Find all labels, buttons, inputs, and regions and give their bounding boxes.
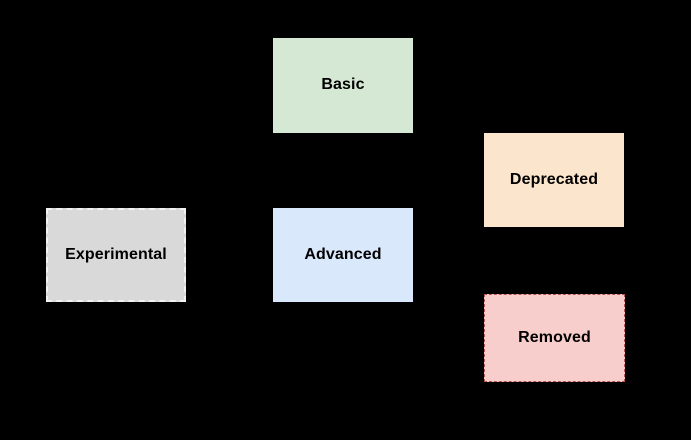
- diagram-node-experimental[interactable]: Experimental: [46, 208, 186, 302]
- diagram-node-deprecated[interactable]: Deprecated: [484, 133, 624, 227]
- diagram-node-deprecated-label: Deprecated: [509, 170, 599, 188]
- diagram-node-basic[interactable]: Basic: [273, 38, 413, 133]
- diagram-node-advanced-label: Advanced: [304, 245, 382, 263]
- diagram-node-removed-label: Removed: [518, 328, 591, 346]
- diagram-node-experimental-label: Experimental: [65, 245, 167, 263]
- diagram-node-removed[interactable]: Removed: [484, 294, 625, 382]
- diagram-node-advanced[interactable]: Advanced: [273, 208, 413, 302]
- diagram-node-basic-label: Basic: [321, 76, 365, 94]
